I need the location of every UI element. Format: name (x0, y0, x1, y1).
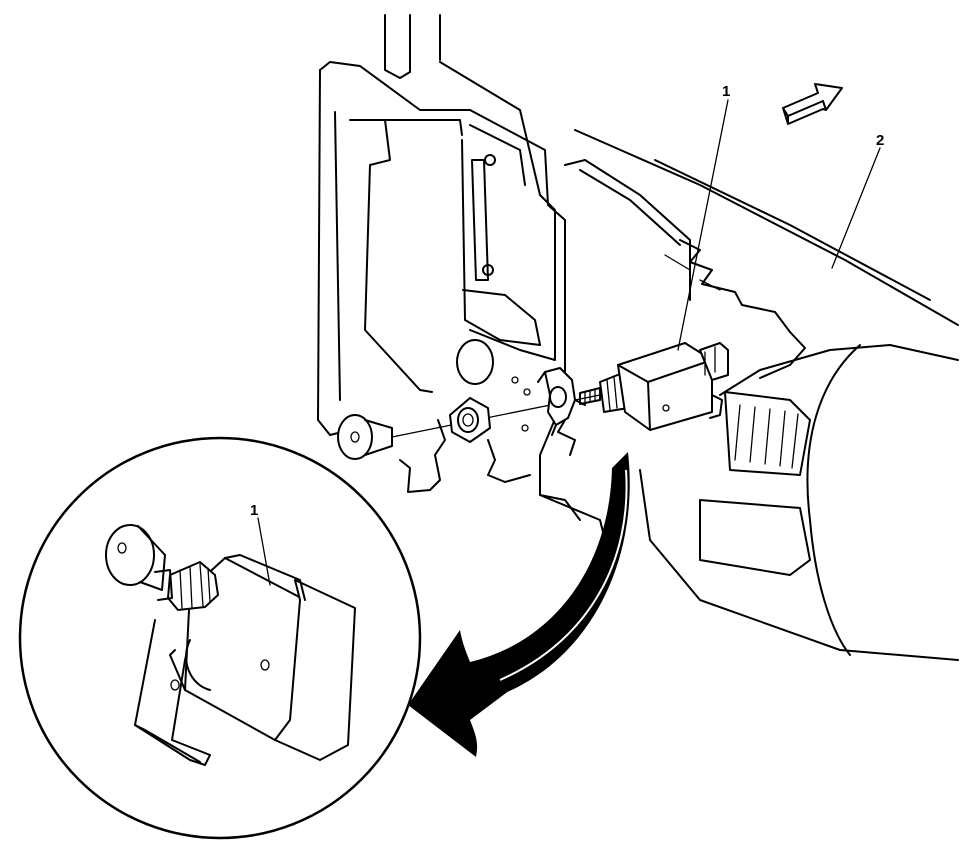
callout-2: 2 (876, 132, 884, 149)
switch-assembly-exploded (337, 342, 729, 460)
leader-line-2 (831, 147, 881, 269)
retainer-clip (537, 367, 586, 436)
callout-detail-1: 1 (250, 502, 258, 519)
view-direction-arrow-icon (782, 83, 843, 125)
detail-view (18, 436, 422, 840)
instrument-panel (574, 129, 959, 661)
pedal-support-bracket (317, 14, 691, 541)
callout-1: 1 (722, 83, 730, 100)
leader-line-detail-1 (257, 517, 271, 586)
lock-nut (449, 397, 491, 443)
detail-pointer-arrow-icon (408, 452, 630, 757)
stoplamp-switch (617, 342, 729, 431)
leader-line-1 (677, 99, 729, 351)
